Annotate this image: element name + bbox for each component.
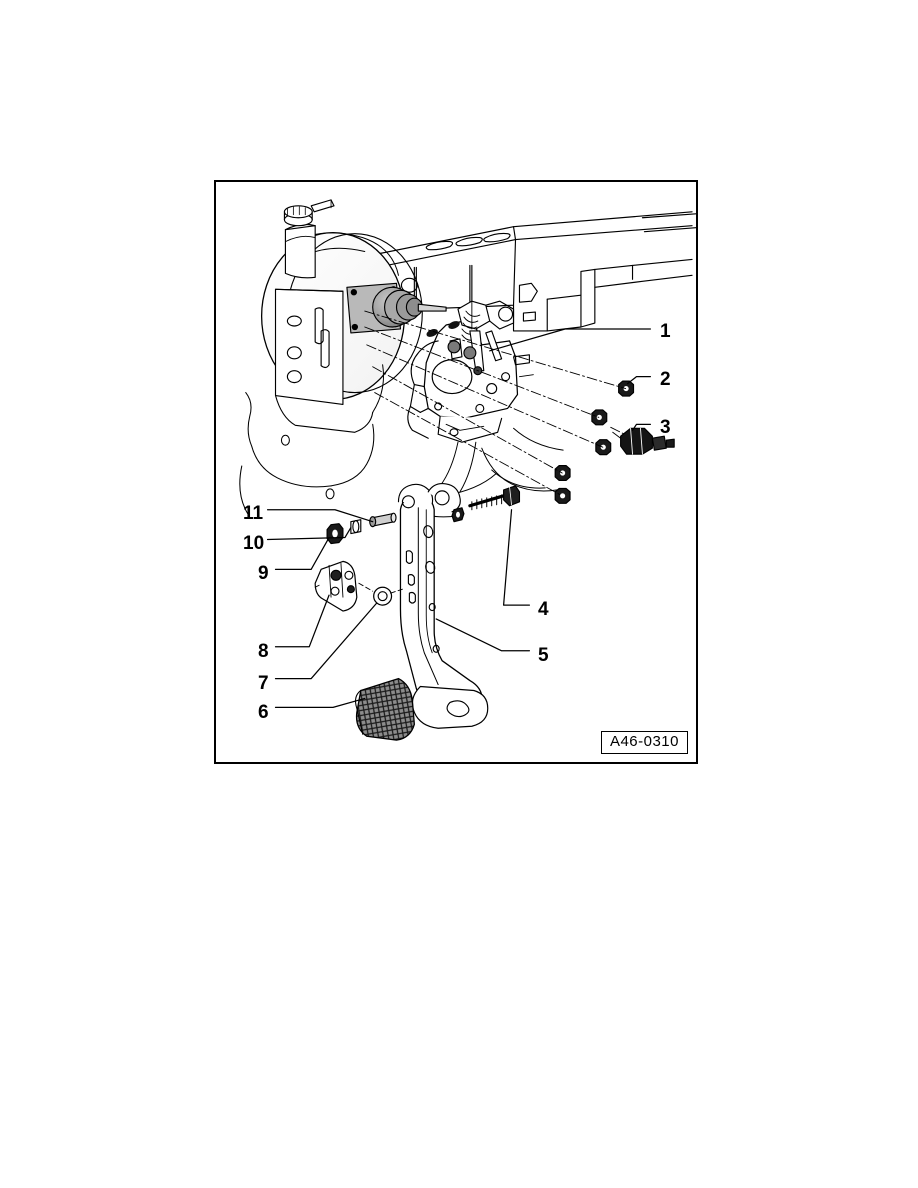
callout-number-6: 6 xyxy=(258,702,269,723)
pedal-pivot-bolt xyxy=(451,485,521,523)
callout-number-9: 9 xyxy=(258,563,269,584)
leader-lines xyxy=(266,328,651,708)
figure-frame: 1 2 3 4 5 6 7 8 9 10 11 A46-0310 xyxy=(214,180,698,764)
callout-number-4: 4 xyxy=(538,599,549,620)
callout-number-3: 3 xyxy=(660,417,671,438)
lock-nut xyxy=(326,523,344,545)
callout-number-5: 5 xyxy=(538,645,549,666)
pedal-pivot-bushing xyxy=(358,582,403,606)
callout-number-11: 11 xyxy=(243,503,264,524)
callout-number-1: 1 xyxy=(660,321,671,342)
assembly-axis-lines xyxy=(364,310,641,497)
clevis-pin xyxy=(369,512,397,528)
clutch-pedal-arm xyxy=(397,483,489,729)
figure-id-label: A46-0310 xyxy=(600,730,688,754)
exploded-view-illustration xyxy=(239,199,696,741)
clutch-pedal-position-switch xyxy=(612,427,675,455)
mounting-nuts xyxy=(426,321,635,504)
clutch-pedal-rubber-pad xyxy=(354,677,415,741)
floor-panel-contour xyxy=(239,392,375,515)
retaining-clip xyxy=(314,560,358,612)
callout-number-7: 7 xyxy=(258,673,269,694)
master-cylinder-reservoir xyxy=(283,199,335,279)
pedal-mounting-bracket xyxy=(407,300,534,443)
callout-number-8: 8 xyxy=(258,641,269,662)
flat-washer xyxy=(350,519,362,535)
callout-number-2: 2 xyxy=(660,369,671,390)
callout-number-10: 10 xyxy=(243,533,265,554)
